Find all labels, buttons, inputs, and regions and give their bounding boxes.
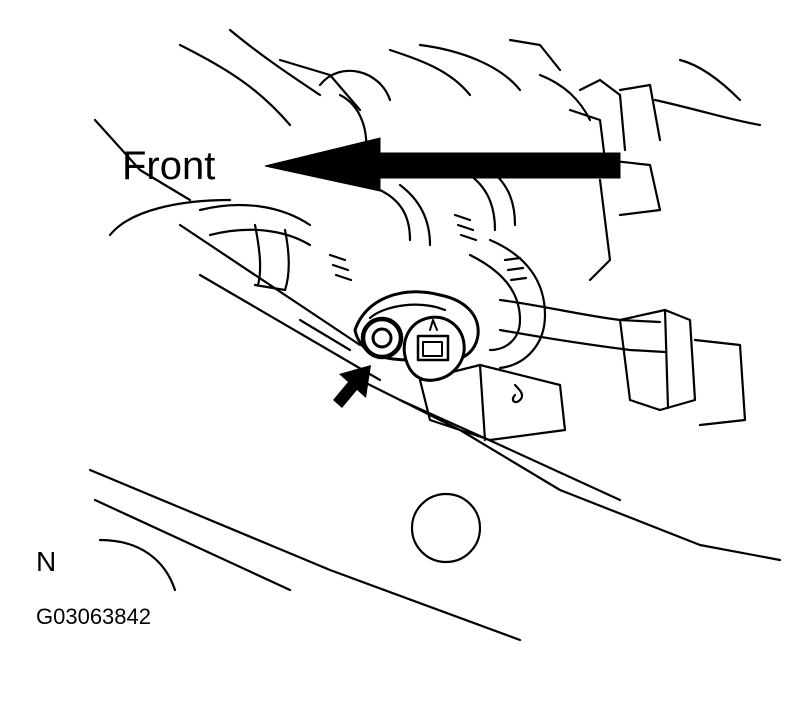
- figure-code-label: G03063842: [36, 604, 151, 629]
- pointer-arrow: [333, 365, 371, 408]
- corner-mark-label: N: [36, 546, 57, 577]
- front-direction-arrow: [264, 137, 621, 192]
- front-direction-label: Front: [122, 144, 216, 188]
- sensor-assembly: [353, 290, 480, 382]
